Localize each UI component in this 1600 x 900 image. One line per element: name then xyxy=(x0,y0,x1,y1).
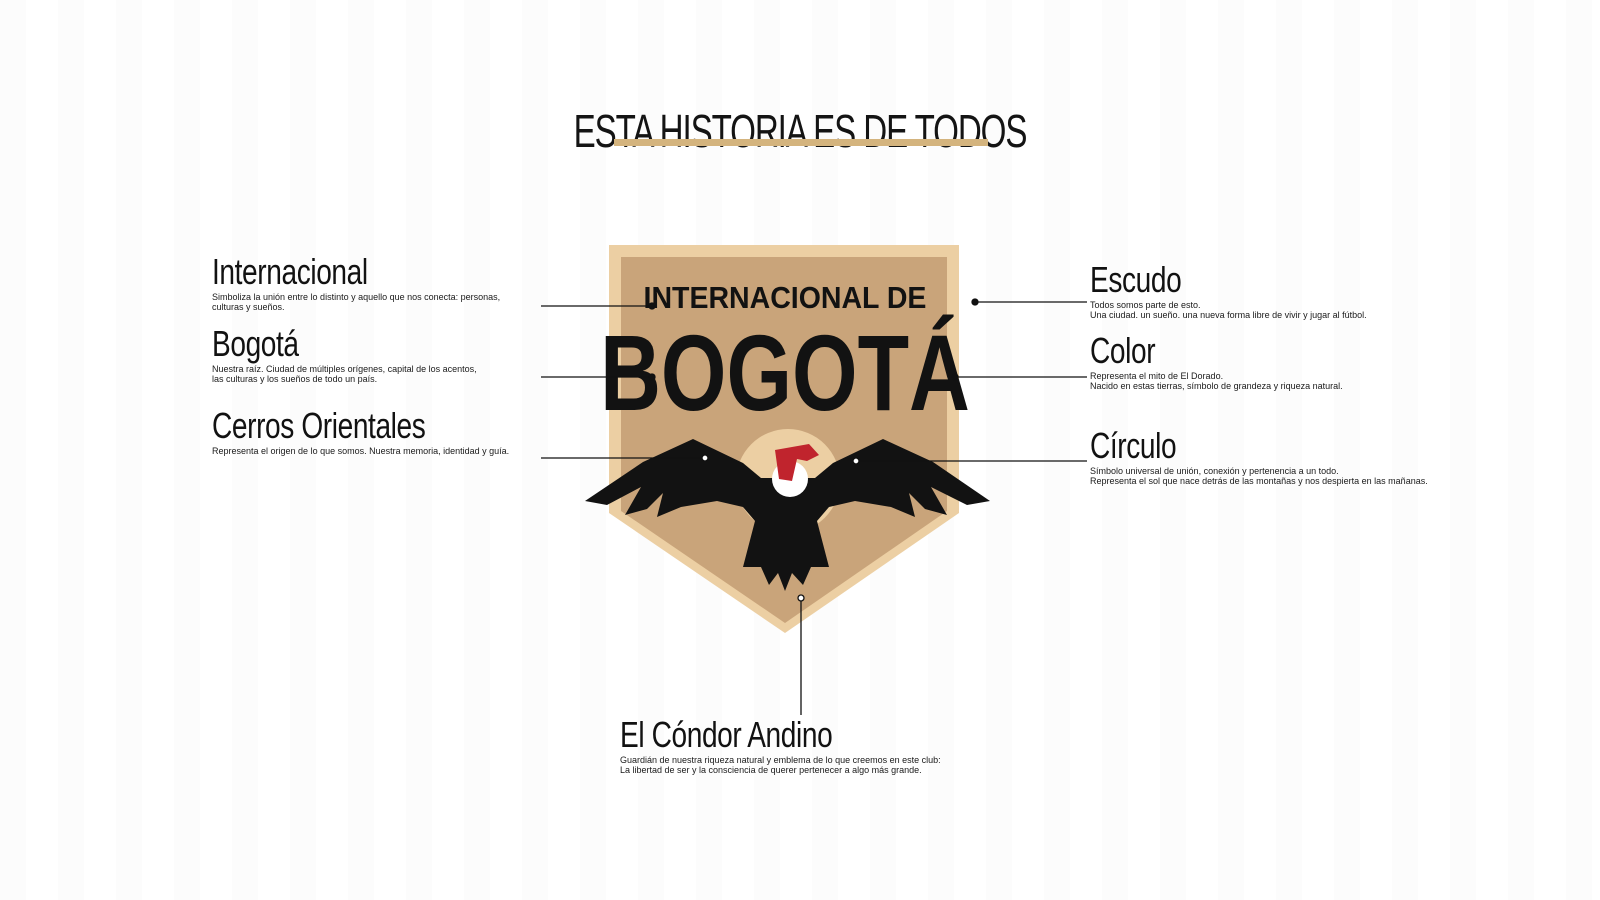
callout-description: Representa el origen de lo que somos. Nu… xyxy=(212,446,510,456)
callout-description: Todos somos parte de esto. Una ciudad. u… xyxy=(1090,300,1367,320)
title-underline xyxy=(614,139,988,146)
callout-heading: Escudo xyxy=(1090,259,1182,300)
crest-line-1: INTERNACIONAL DE xyxy=(644,281,927,315)
callout-heading: Color xyxy=(1090,330,1156,371)
page-title: ESTA HISTORIA ES DE TODOS xyxy=(573,105,1028,157)
callout-heading: El Cóndor Andino xyxy=(620,714,833,755)
callout-cerros-orientales: Cerros Orientales Representa el origen d… xyxy=(212,405,510,457)
callout-internacional: Internacional Simboliza la unión entre l… xyxy=(212,251,501,313)
callout-description: Nuestra raíz. Ciudad de múltiples orígen… xyxy=(212,364,477,384)
callout-description: Guardián de nuestra riqueza natural y em… xyxy=(620,755,941,775)
club-crest: INTERNACIONAL DE BOGOTÁ xyxy=(585,245,990,633)
callout-heading: Bogotá xyxy=(212,323,299,364)
callout-bogota: Bogotá Nuestra raíz. Ciudad de múltiples… xyxy=(212,323,477,385)
callout-description: Simboliza la unión entre lo distinto y a… xyxy=(212,292,501,312)
callout-color: Color Representa el mito de El Dorado. N… xyxy=(1090,330,1343,392)
callout-heading: Círculo xyxy=(1090,425,1177,466)
callout-description: Representa el mito de El Dorado. Nacido … xyxy=(1090,371,1343,391)
callout-condor-andino: El Cóndor Andino Guardián de nuestra riq… xyxy=(620,714,941,776)
callout-escudo: Escudo Todos somos parte de esto. Una ci… xyxy=(1090,259,1367,321)
callout-circulo: Círculo Símbolo universal de unión, cone… xyxy=(1090,425,1428,487)
callout-heading: Internacional xyxy=(212,251,368,292)
crest-line-2: BOGOTÁ xyxy=(600,314,970,433)
callout-heading: Cerros Orientales xyxy=(212,405,426,446)
condor-icon xyxy=(585,439,990,591)
callout-description: Símbolo universal de unión, conexión y p… xyxy=(1090,466,1428,486)
